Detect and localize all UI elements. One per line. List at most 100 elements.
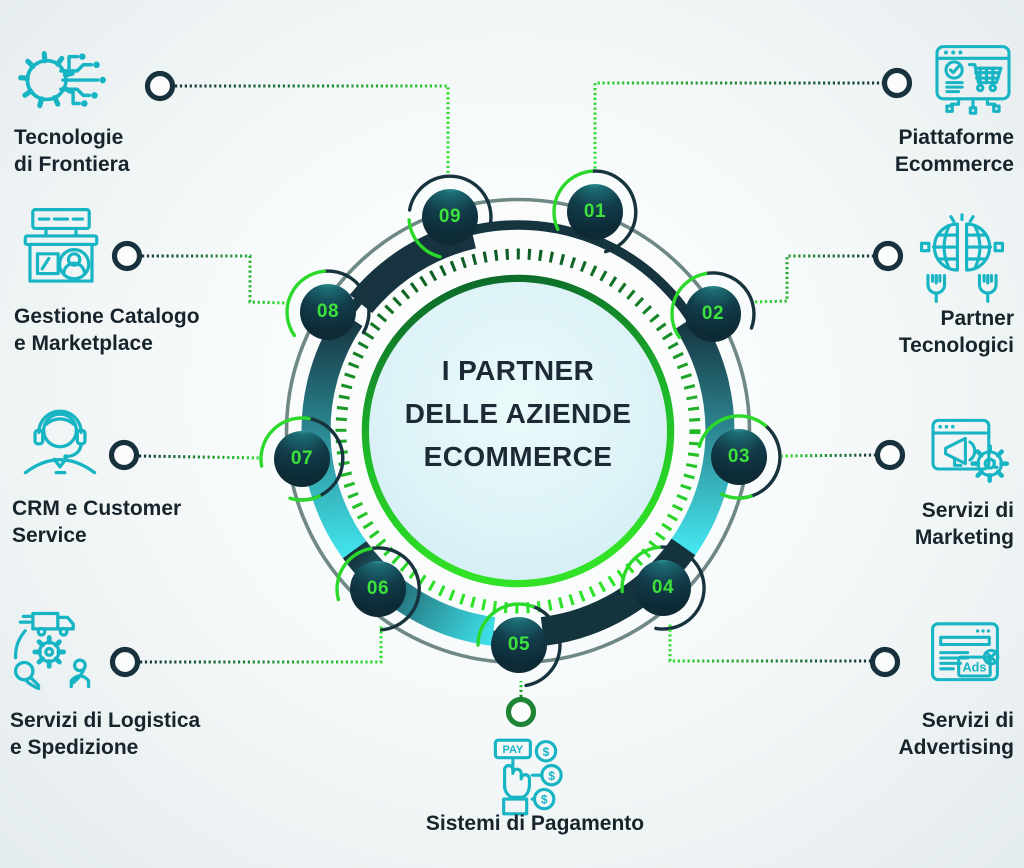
- node-arc: [704, 271, 756, 330]
- node-number: 08: [316, 301, 340, 322]
- label-servizi-advertising: Servizi di Advertising: [898, 707, 1014, 761]
- ads-icon-text: Ads: [963, 661, 987, 675]
- node-arc: [335, 546, 373, 602]
- label-line: Ecommerce: [894, 153, 1014, 176]
- node-number: 01: [583, 201, 607, 222]
- node-number: 07: [290, 448, 314, 469]
- node-badge-03: 03: [711, 429, 767, 485]
- label-partner-tecnologici: Partner Tecnologici: [899, 305, 1014, 359]
- connector-line: [175, 84, 450, 175]
- node-arc: [620, 545, 662, 594]
- node-arc: [552, 169, 594, 231]
- connector-endpoint: [109, 646, 141, 678]
- connector-lines: [138, 81, 884, 697]
- node-number: 02: [701, 303, 725, 324]
- node-arc: [740, 423, 782, 500]
- connector-endpoint: [108, 439, 140, 471]
- node-arc: [670, 271, 708, 340]
- node-number: 03: [727, 446, 751, 467]
- crm-customer-service-icon: [23, 409, 97, 475]
- node-arc: [407, 218, 442, 259]
- node-arc: [285, 269, 327, 338]
- dollar-icon-text: $: [543, 745, 550, 759]
- label-piattaforme-ecommerce: Piattaforme Ecommerce: [895, 124, 1014, 178]
- node-badge-09: 09: [422, 189, 478, 245]
- connector-endpoint: [869, 646, 901, 678]
- node-arc: [369, 546, 421, 632]
- payment-systems-icon: PAY $ $ $: [493, 738, 563, 816]
- dollar-icon-text: $: [541, 793, 548, 807]
- label-servizi-marketing: Servizi di Marketing: [915, 497, 1014, 551]
- center-title-line1: I PARTNER: [441, 355, 595, 386]
- node-arc: [407, 174, 493, 230]
- node-badge-08: 08: [300, 284, 356, 340]
- center-title-line2: DELLE AZIENDE: [404, 398, 632, 429]
- advertising-services-icon: Ads: [931, 622, 1000, 682]
- label-line: Servizi di: [921, 709, 1014, 732]
- node-badge-02: 02: [685, 286, 741, 342]
- connector-endpoint: [505, 696, 537, 728]
- ring-band: [669, 313, 735, 559]
- node-arc: [288, 494, 321, 502]
- label-line: Tecnologici: [898, 334, 1014, 357]
- connector-endpoint: [881, 67, 913, 99]
- center-title: I PARTNER DELLE AZIENDE ECOMMERCE: [405, 349, 632, 478]
- connector-line: [140, 625, 383, 664]
- connector-line: [781, 453, 877, 458]
- label-line: e Spedizione: [10, 736, 139, 759]
- node-number: 04: [651, 577, 675, 598]
- dollar-icon-text: $: [548, 769, 555, 783]
- label-crm-customer-service: CRM e Customer Service: [12, 495, 181, 549]
- center-disc: [369, 282, 667, 580]
- center-title-line3: ECOMMERCE: [423, 441, 613, 472]
- technology-partners-icon: [919, 213, 1005, 303]
- node-number: 09: [438, 206, 462, 227]
- node-arc: [697, 414, 768, 449]
- node-arc-rings: [259, 169, 782, 688]
- label-servizi-logistica: Servizi di Logistica e Spedizione: [10, 707, 200, 761]
- node-arc: [259, 416, 311, 468]
- marketing-services-icon: [931, 418, 1010, 483]
- connector-endpoint: [874, 439, 906, 471]
- connector-line: [142, 254, 287, 305]
- green-ring: [361, 274, 675, 588]
- node-badge-06: 06: [350, 561, 406, 617]
- label-line: Servizi di Logistica: [10, 709, 201, 732]
- label-line: e Marketplace: [14, 332, 153, 355]
- node-badge-04: 04: [635, 560, 691, 616]
- node-arc: [524, 604, 562, 688]
- label-line: Marketing: [914, 526, 1014, 549]
- label-tecnologie-frontiera: Tecnologie di Frontiera: [14, 124, 130, 178]
- connector-endpoint: [872, 240, 904, 272]
- pay-icon-text: PAY: [502, 744, 523, 756]
- node-arc: [654, 545, 706, 631]
- label-line: Tecnologie: [14, 126, 124, 149]
- label-line: Servizi di: [921, 499, 1014, 522]
- label-line: Advertising: [898, 736, 1014, 759]
- node-number: 05: [507, 634, 531, 655]
- connector-endpoint: [111, 240, 143, 272]
- node-arc: [720, 492, 753, 500]
- label-line: Sistemi di Pagamento: [425, 812, 645, 835]
- ecommerce-platform-icon: [935, 45, 1011, 115]
- node-badge-07: 07: [274, 431, 330, 487]
- node-number: 06: [366, 578, 390, 599]
- node-arc: [589, 169, 638, 254]
- node-arc: [476, 602, 535, 647]
- label-line: Gestione Catalogo: [14, 305, 200, 328]
- node-badge-01: 01: [567, 184, 623, 240]
- connector-endpoint: [144, 70, 176, 102]
- connector-endpoints: [108, 67, 913, 728]
- connector-line: [593, 81, 884, 169]
- node-arc: [322, 269, 371, 335]
- label-line: Piattaforme: [898, 126, 1014, 149]
- connector-line: [138, 454, 263, 460]
- node-badge-05: 05: [491, 617, 547, 673]
- tick-ring: [335, 248, 701, 614]
- label-gestione-catalogo: Gestione Catalogo e Marketplace: [14, 303, 200, 357]
- logistics-shipping-icon: [13, 611, 91, 691]
- label-line: Service: [12, 524, 87, 547]
- label-line: di Frontiera: [14, 153, 130, 176]
- label-line: Partner: [940, 307, 1014, 330]
